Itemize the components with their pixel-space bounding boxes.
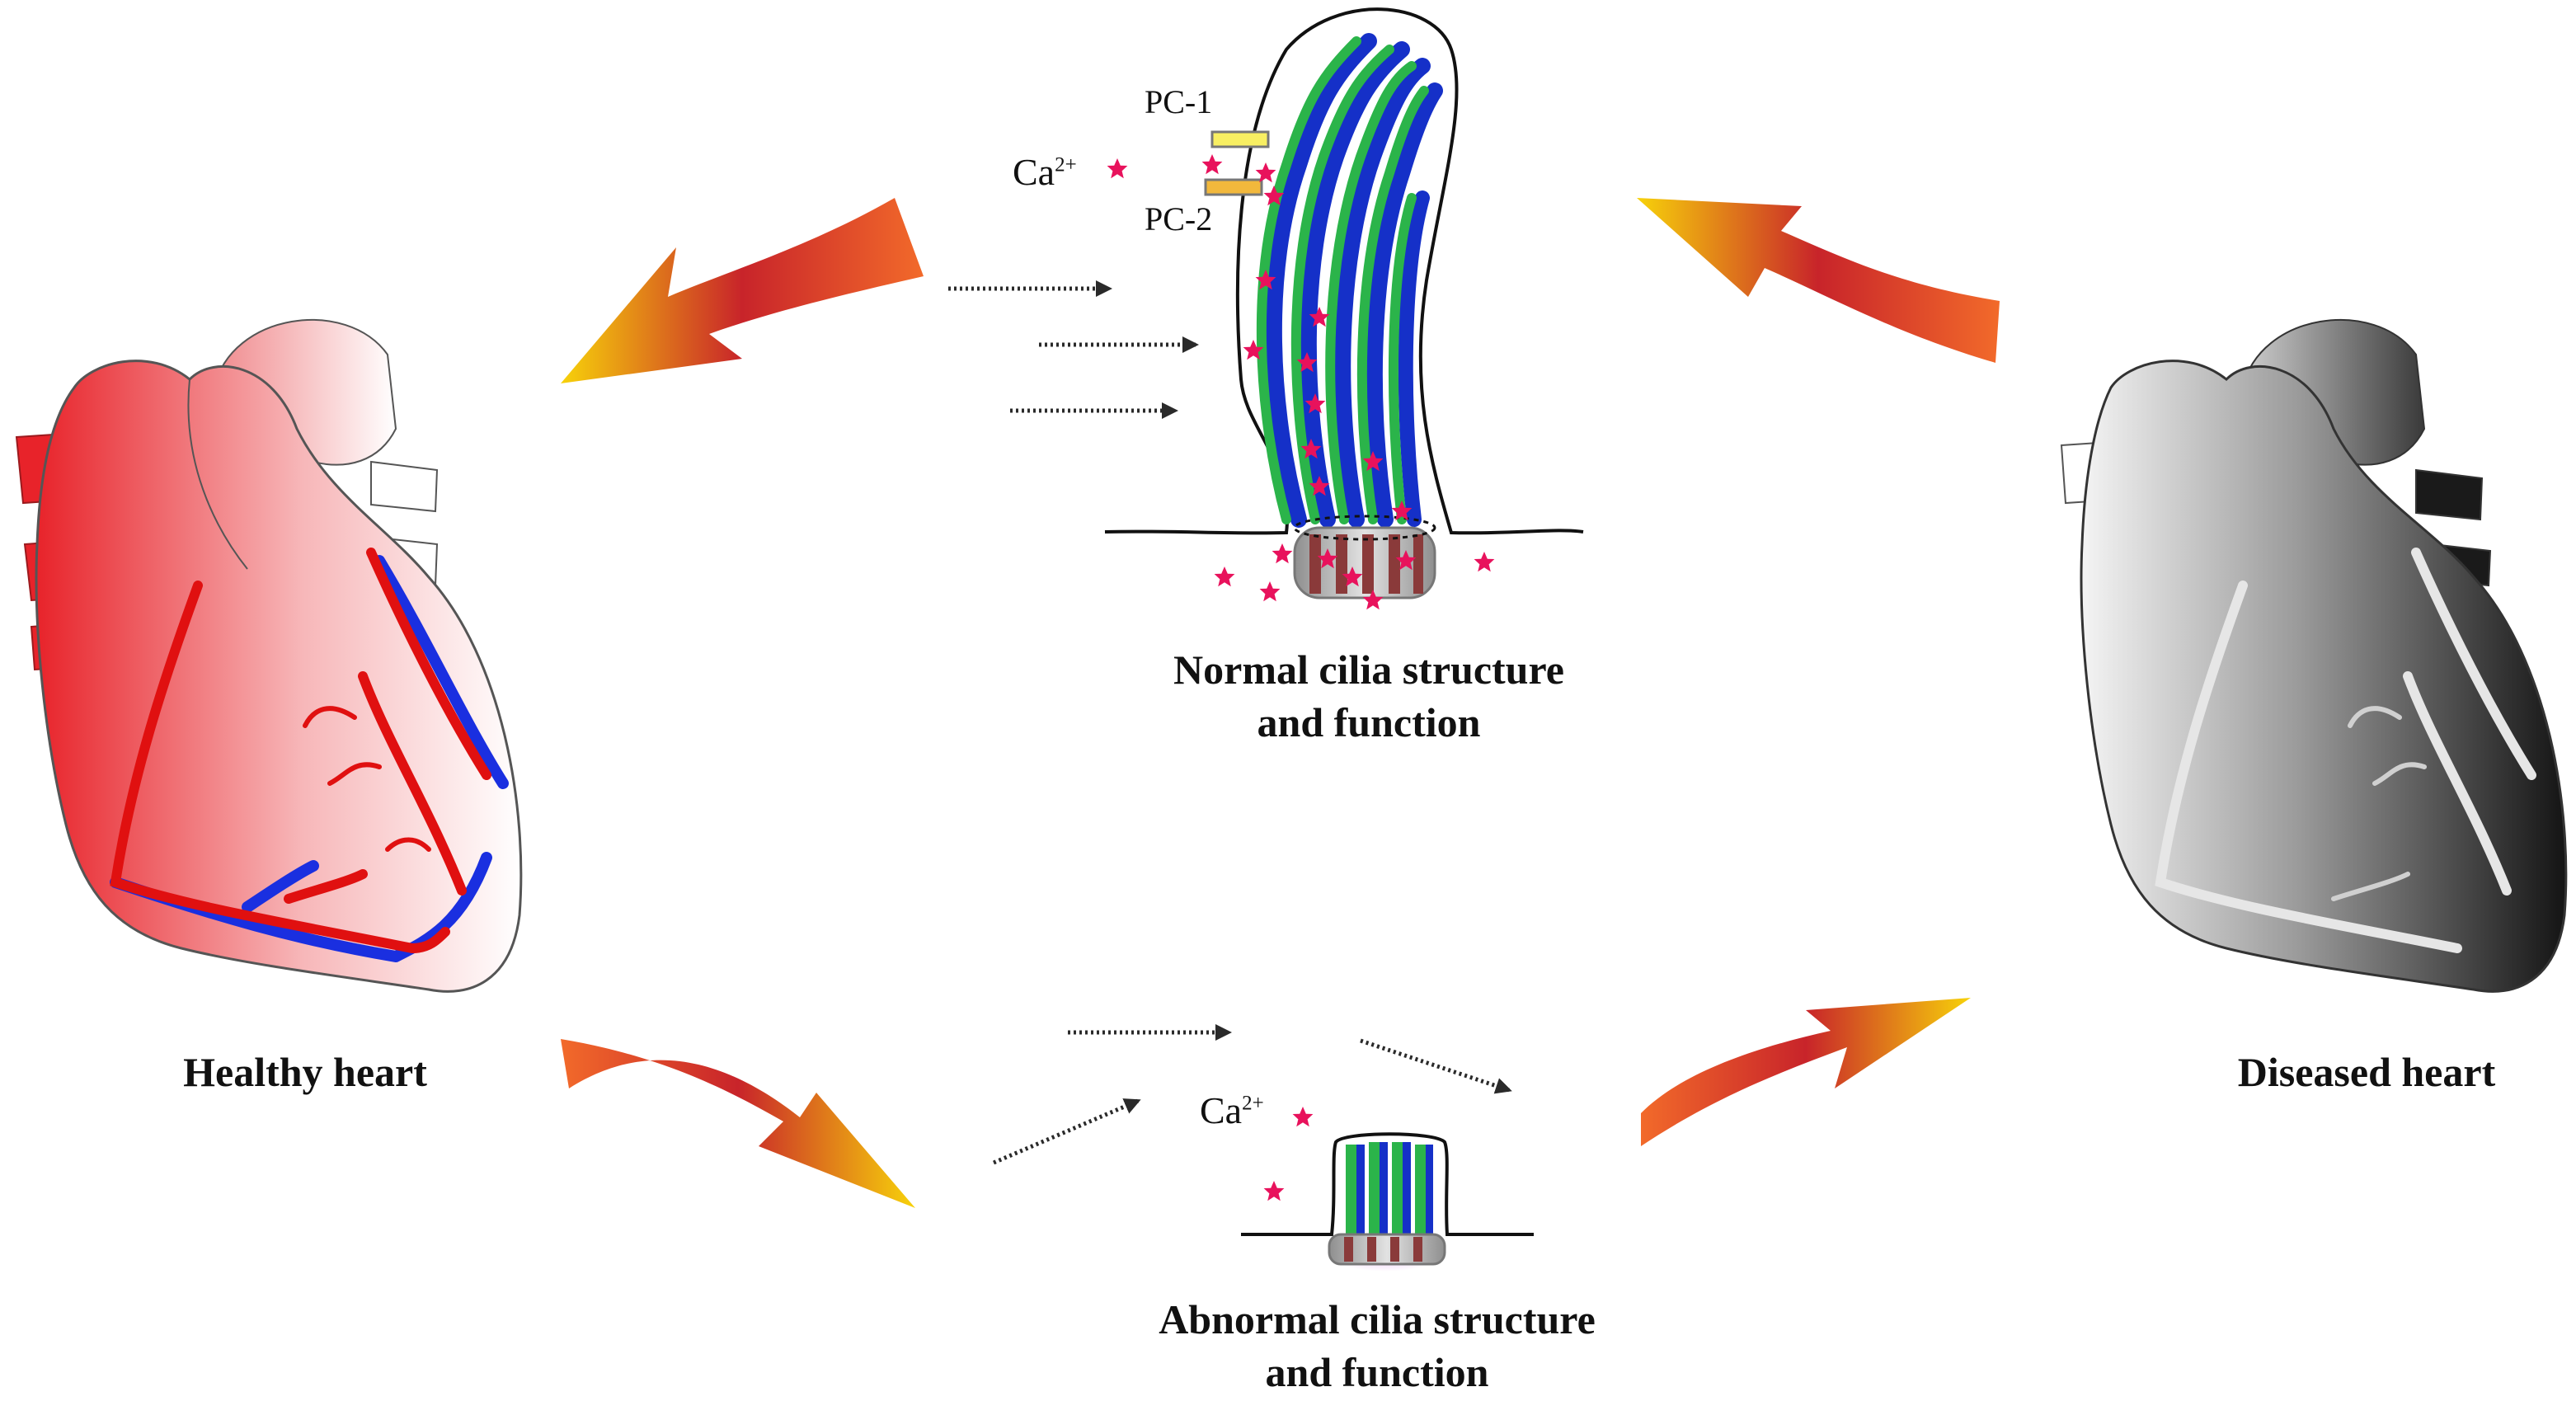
transition-arrow-top-left — [561, 198, 924, 383]
abnormal-axoneme — [1346, 1142, 1433, 1237]
abnormal-cilia-caption: Abnormal cilia structure and function — [1022, 1293, 1732, 1399]
diseased-heart-illustration — [2060, 318, 2568, 993]
healthy-heart-caption: Healthy heart — [183, 1049, 427, 1095]
normal-cilia-caption-line1: Normal cilia structure — [1173, 646, 1564, 693]
healthy-heart-illustration — [15, 318, 523, 993]
diseased-heart-body — [2080, 360, 2568, 993]
abnormal-basal-body — [1328, 1233, 1446, 1266]
abnormal-calcium-ions — [1263, 1107, 1314, 1201]
diseased-heart-caption: Diseased heart — [2237, 1049, 2496, 1095]
abnormal-cilium-illustration — [993, 1024, 1534, 1272]
pc1-channel — [1210, 130, 1270, 148]
pc1-label: PC-1 — [1145, 83, 1213, 120]
normal-basal-body — [1293, 515, 1436, 599]
healthy-coronary-vein — [110, 555, 509, 962]
healthy-coronary-artery — [110, 548, 491, 953]
normal-cilia-caption: Normal cilia structure and function — [1031, 643, 1707, 749]
transition-arrow-bottom-right — [1641, 998, 1971, 1146]
pc2-channel — [1204, 178, 1263, 196]
normal-cilium-illustration — [948, 7, 1584, 610]
abnormal-cilia-caption-line2: and function — [1265, 1349, 1489, 1395]
abnormal-fluid-flow-arrows — [993, 1024, 1512, 1165]
abnormal-cilia-caption-line1: Abnormal cilia structure — [1159, 1296, 1596, 1342]
normal-fluid-flow-arrows — [948, 280, 1199, 419]
healthy-heart-body — [35, 360, 523, 993]
normal-axoneme — [1256, 33, 1443, 528]
transition-arrow-top-right — [1637, 198, 2000, 363]
diseased-coronary-vessels — [2155, 548, 2536, 953]
pc2-label: PC-2 — [1145, 200, 1213, 237]
normal-cilia-caption-line2: and function — [1257, 699, 1481, 745]
calcium-label-abnormal: Ca2+ — [1200, 1089, 1264, 1131]
transition-arrow-bottom-left — [561, 1039, 915, 1208]
calcium-label-normal: Ca2+ — [1013, 151, 1077, 193]
